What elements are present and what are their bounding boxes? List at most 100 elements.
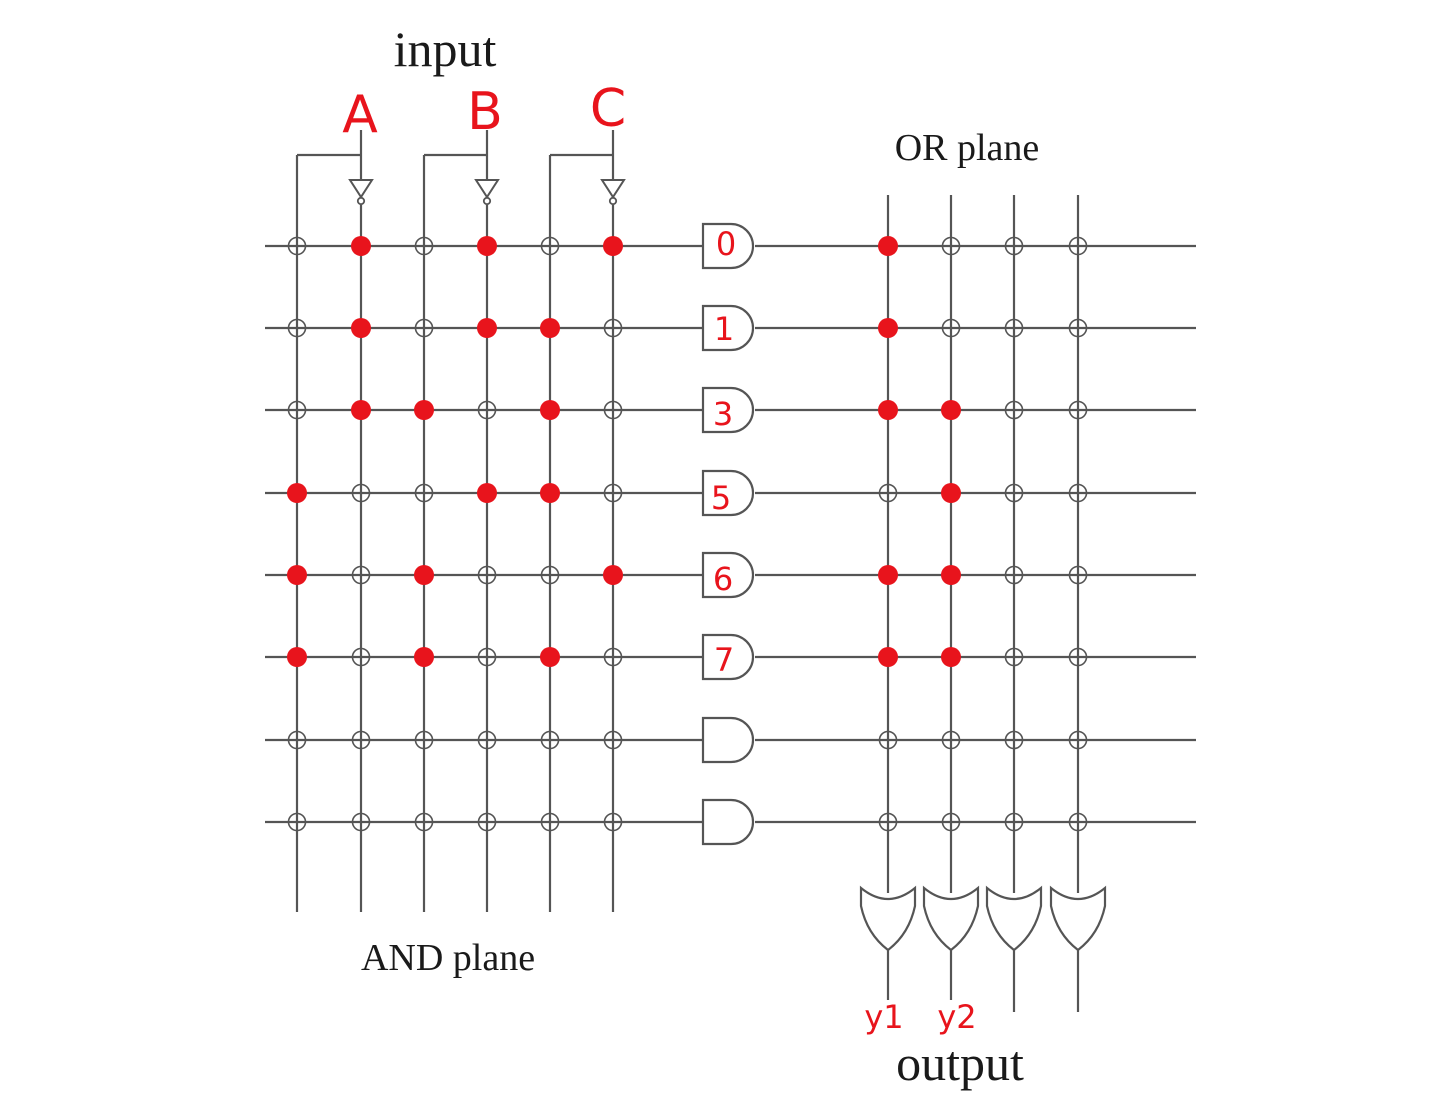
input-label-c: C — [590, 79, 626, 139]
and-gate-5 — [701, 633, 755, 681]
and-connection-dot-4-2 — [414, 565, 434, 585]
or-crosspoint-2-3 — [1068, 400, 1088, 420]
and-connection-dot-0-5 — [603, 236, 623, 256]
and-gate-7 — [701, 798, 755, 846]
or-connection-dot-0-0 — [878, 236, 898, 256]
or-crosspoint-6-3 — [1068, 730, 1088, 750]
or-crosspoint-7-3 — [1068, 812, 1088, 832]
and-connection-dot-1-1 — [351, 318, 371, 338]
inverter-bubble-0 — [356, 196, 366, 206]
output-title: output — [896, 1035, 1024, 1091]
and-crosspoint-7-0 — [287, 812, 307, 832]
and-crosspoint-3-1 — [351, 483, 371, 503]
and-crosspoint-0-2 — [414, 236, 434, 256]
and-crosspoint-6-2 — [414, 730, 434, 750]
and-gate-0 — [701, 222, 755, 270]
or-crosspoint-0-2 — [1004, 236, 1024, 256]
and-crosspoint-2-5 — [603, 400, 623, 420]
or-crosspoint-6-0 — [878, 730, 898, 750]
minterm-label-0: 0 — [716, 225, 736, 263]
and-connection-dot-3-4 — [540, 483, 560, 503]
inverter-0 — [348, 179, 374, 199]
or-crosspoint-1-3 — [1068, 318, 1088, 338]
and-connection-dot-1-4 — [540, 318, 560, 338]
connection-dot-layer — [287, 236, 961, 667]
and-crosspoint-6-1 — [351, 730, 371, 750]
inverter-bubble-2 — [608, 196, 618, 206]
minterm-label-1: 1 — [714, 310, 734, 348]
output-label-y1: y1 — [864, 998, 903, 1036]
inverter-2 — [600, 179, 626, 199]
or-connection-dot-1-0 — [878, 318, 898, 338]
and-crosspoint-7-2 — [414, 812, 434, 832]
and-gate-3 — [701, 469, 755, 517]
or-gate-0 — [859, 885, 917, 952]
and-connection-dot-5-0 — [287, 647, 307, 667]
or-connection-dot-4-0 — [878, 565, 898, 585]
or-gate-2 — [985, 885, 1043, 952]
or-connection-dot-5-1 — [941, 647, 961, 667]
and-connection-dot-2-4 — [540, 400, 560, 420]
or-crosspoint-5-2 — [1004, 647, 1024, 667]
and-gate-6 — [701, 716, 755, 764]
or-crosspoint-0-1 — [941, 236, 961, 256]
and-crosspoint-5-5 — [603, 647, 623, 667]
minterm-label-5: 5 — [711, 479, 731, 517]
or-crosspoint-4-2 — [1004, 565, 1024, 585]
and-crosspoint-0-0 — [287, 236, 307, 256]
or-crosspoint-0-3 — [1068, 236, 1088, 256]
and-gate-4 — [701, 551, 755, 599]
or-connection-dot-3-1 — [941, 483, 961, 503]
or-crosspoint-3-3 — [1068, 483, 1088, 503]
and-crosspoint-7-3 — [477, 812, 497, 832]
and-crosspoint-4-3 — [477, 565, 497, 585]
or-gate-3 — [1049, 885, 1107, 952]
or-plane-title: OR plane — [895, 127, 1040, 169]
or-crosspoint-7-2 — [1004, 812, 1024, 832]
and-connection-dot-3-0 — [287, 483, 307, 503]
minterm-label-7: 7 — [714, 641, 734, 679]
inverter-bubble-1 — [482, 196, 492, 206]
and-connection-dot-4-0 — [287, 565, 307, 585]
or-crosspoint-6-1 — [941, 730, 961, 750]
and-crosspoint-4-4 — [540, 565, 560, 585]
and-crosspoint-2-3 — [477, 400, 497, 420]
and-crosspoint-7-1 — [351, 812, 371, 832]
or-crosspoint-1-2 — [1004, 318, 1024, 338]
and-crosspoint-0-4 — [540, 236, 560, 256]
and-crosspoint-6-3 — [477, 730, 497, 750]
or-crosspoint-6-2 — [1004, 730, 1024, 750]
and-crosspoint-1-0 — [287, 318, 307, 338]
and-connection-dot-4-5 — [603, 565, 623, 585]
and-connection-dot-0-1 — [351, 236, 371, 256]
and-crosspoint-5-1 — [351, 647, 371, 667]
or-connection-dot-4-1 — [941, 565, 961, 585]
or-crosspoint-7-1 — [941, 812, 961, 832]
and-crosspoint-6-5 — [603, 730, 623, 750]
or-crosspoint-4-3 — [1068, 565, 1088, 585]
gate-layer — [701, 222, 1107, 952]
and-connection-dot-3-3 — [477, 483, 497, 503]
input-label-b: B — [467, 82, 503, 142]
and-crosspoint-4-1 — [351, 565, 371, 585]
output-label-y2: y2 — [937, 998, 976, 1036]
or-connection-dot-5-0 — [878, 647, 898, 667]
and-crosspoint-2-0 — [287, 400, 307, 420]
and-crosspoint-1-5 — [603, 318, 623, 338]
inverter-1 — [474, 179, 500, 199]
or-connection-dot-2-1 — [941, 400, 961, 420]
and-crosspoint-6-4 — [540, 730, 560, 750]
or-connection-dot-2-0 — [878, 400, 898, 420]
and-connection-dot-1-3 — [477, 318, 497, 338]
and-connection-dot-2-2 — [414, 400, 434, 420]
and-connection-dot-0-3 — [477, 236, 497, 256]
and-crosspoint-1-2 — [414, 318, 434, 338]
and-crosspoint-5-3 — [477, 647, 497, 667]
and-gate-1 — [701, 304, 755, 352]
minterm-label-3: 3 — [713, 395, 733, 433]
and-gate-2 — [701, 386, 755, 434]
or-crosspoint-3-2 — [1004, 483, 1024, 503]
and-crosspoint-7-5 — [603, 812, 623, 832]
and-crosspoint-3-5 — [603, 483, 623, 503]
